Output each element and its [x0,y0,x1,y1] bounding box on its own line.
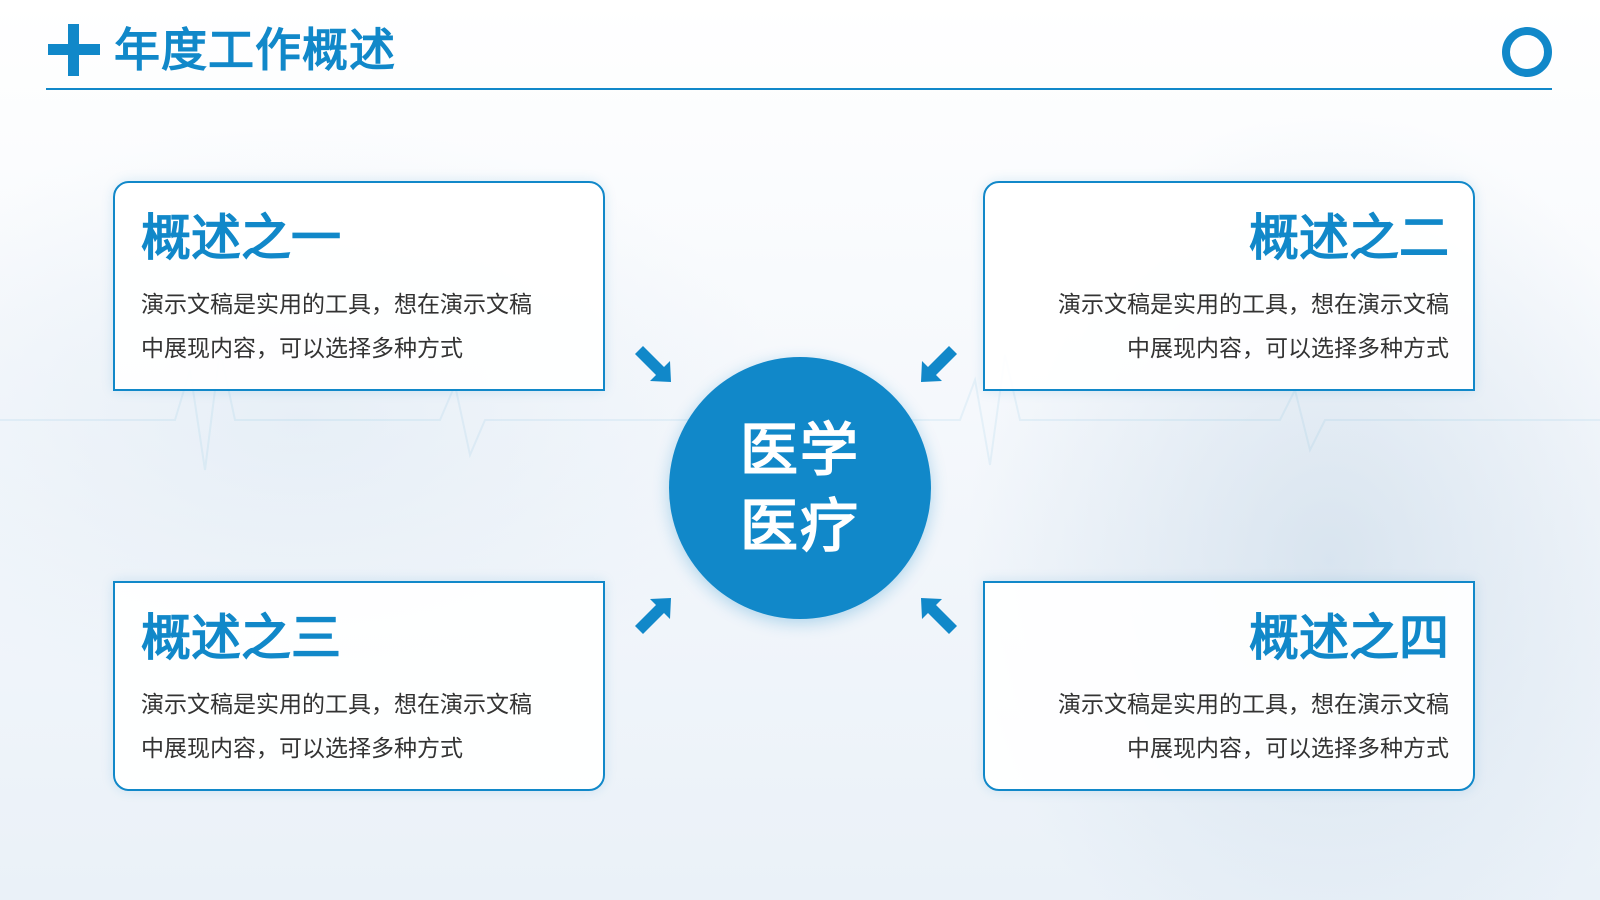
overview-card-4: 概述之四 演示文稿是实用的工具，想在演示文稿 中展现内容，可以选择多种方式 [983,581,1475,791]
card-title: 概述之一 [141,209,341,267]
overview-card-2: 概述之二 演示文稿是实用的工具，想在演示文稿 中展现内容，可以选择多种方式 [983,181,1475,391]
card-body: 演示文稿是实用的工具，想在演示文稿 中展现内容，可以选择多种方式 [997,283,1449,371]
card-body-line: 演示文稿是实用的工具，想在演示文稿 [141,692,532,718]
center-title-line: 医学 [739,416,860,484]
card-body-line: 中展现内容，可以选择多种方式 [1127,736,1449,762]
plus-icon [48,24,100,76]
overview-card-3: 概述之三 演示文稿是实用的工具，想在演示文稿 中展现内容，可以选择多种方式 [113,581,605,791]
card-body-line: 中展现内容，可以选择多种方式 [141,736,463,762]
card-body-line: 演示文稿是实用的工具，想在演示文稿 [1058,292,1449,318]
arrow-icon [633,344,685,396]
ecg-line-decoration [0,349,1600,471]
card-body: 演示文稿是实用的工具，想在演示文稿 中展现内容，可以选择多种方式 [141,683,593,771]
page-title: 年度工作概述 [114,23,396,77]
header-divider [46,88,1552,90]
arrow-icon [907,344,959,396]
card-body-line: 演示文稿是实用的工具，想在演示文稿 [141,292,532,318]
card-title: 概述之二 [1249,209,1449,267]
center-title-line: 医疗 [739,492,860,560]
header-title: 年度工作概述 [48,18,396,82]
card-title: 概述之三 [141,609,341,667]
card-body: 演示文稿是实用的工具，想在演示文稿 中展现内容，可以选择多种方式 [997,683,1449,771]
card-body-line: 演示文稿是实用的工具，想在演示文稿 [1058,692,1449,718]
overview-card-1: 概述之一 演示文稿是实用的工具，想在演示文稿 中展现内容，可以选择多种方式 [113,181,605,391]
arrow-icon [907,584,959,636]
card-body-line: 中展现内容，可以选择多种方式 [1127,336,1449,362]
card-body: 演示文稿是实用的工具，想在演示文稿 中展现内容，可以选择多种方式 [141,283,593,371]
card-body-line: 中展现内容，可以选择多种方式 [141,336,463,362]
card-title: 概述之四 [1249,609,1449,667]
arrow-icon [633,584,685,636]
center-circle: 医学 医疗 [669,357,931,619]
ring-icon [1502,27,1552,77]
